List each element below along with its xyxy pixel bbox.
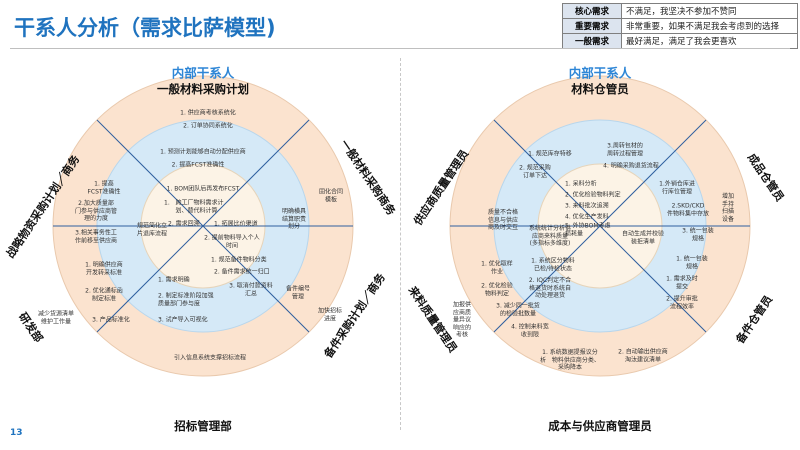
need-item: 2. 提升审批 流程效率 xyxy=(666,295,698,311)
need-item: 1. 系统数据提报议分 析 物料供应商分类、 采购降本 xyxy=(540,348,600,371)
need-item: 2. 提前物料导入个人 时间 xyxy=(204,234,260,250)
need-item: 2. 需求回溯 xyxy=(168,220,200,228)
need-item: 3. 取消付款资料 汇总 xyxy=(229,282,273,298)
need-item: 减少货源清单 维护工作量 xyxy=(37,310,75,326)
need-item: 2. 优化检验 物料判定 xyxy=(481,282,513,298)
priority-legend: 核心需求不满足，我坚决不参加不赞同 重要需求非常重要，如果不满足我会考虑到的选择… xyxy=(562,3,798,49)
right-section-bottom: 成本与供应商管理员 xyxy=(548,419,652,433)
legend-desc: 最好满足，满足了我会更喜欢 xyxy=(621,33,798,49)
need-item: 4. 优化生产发料 xyxy=(565,213,609,221)
right-pizza-rings xyxy=(449,75,751,377)
need-item: 3. 试产导入可视化 xyxy=(158,316,208,324)
need-item: 明确横具 结算职责 划分 xyxy=(281,207,307,230)
left-header: 内部干系人 xyxy=(171,65,235,81)
need-item: 1. 供应商考核系统化 xyxy=(180,109,236,117)
need-item: 1. 拓展比价渠道 xyxy=(214,220,258,228)
legend-row-general: 一般需求最好满足，满足了我会更喜欢 xyxy=(562,33,798,49)
need-item: 加快招标 进度 xyxy=(317,307,343,323)
need-item: 1. 系统区分物料 已检/待检状态 xyxy=(531,257,575,273)
need-item: 3. 来料批次追溯 xyxy=(565,202,609,210)
need-item: 1. 呆料分析 xyxy=(565,180,597,188)
need-item: 增加 手持 扫描 设备 xyxy=(721,193,735,223)
need-item: 备件编号 管理 xyxy=(285,285,311,301)
left-pizza-rings xyxy=(52,75,354,377)
need-item: 2. IQC判定不合 格退货时系统自 动处理退货 xyxy=(528,276,572,299)
need-item: 1. 预测计划能够自动分配供应商 xyxy=(160,148,246,156)
need-item: 3. 产品标准化 xyxy=(92,316,130,324)
need-item: 3. 减少同一批货 的检验批数量 xyxy=(496,302,540,318)
need-item: 加报供 应商质 量异议 响应的 考核 xyxy=(452,301,472,339)
need-item: 2. 自动输出供应商 淘汰建议清单 xyxy=(618,348,668,364)
need-item: 2. 规范采购 订单下达 xyxy=(519,164,551,180)
legend-row-core: 核心需求不满足，我坚决不参加不赞同 xyxy=(562,3,798,19)
need-item: 2. 提高FCST准确性 xyxy=(171,161,225,169)
legend-row-important: 重要需求非常重要，如果不满足我会考虑到的选择 xyxy=(562,18,798,34)
left-section-bottom: 招标管理部 xyxy=(174,419,232,433)
need-item: 固化合同 模板 xyxy=(318,188,344,204)
need-item: 4. 明确采购退货流程 xyxy=(603,162,659,170)
need-item: 2. 备件需求统一归口 xyxy=(214,268,270,276)
need-item: 2. 制定标准阶段加强 质量部门参与度 xyxy=(158,292,214,308)
need-item: 5. 外协BOM考虑 损耗量 xyxy=(565,222,611,238)
need-item: 自动生成并校验 装拒清单 xyxy=(621,230,665,246)
legend-key: 核心需求 xyxy=(562,3,622,19)
need-item: 3. 统一包装 规格 xyxy=(682,227,714,243)
panel-divider xyxy=(400,58,401,430)
need-item: 引入信息系统支撑招标流程 xyxy=(173,354,247,362)
need-item: 1. 需求明确 xyxy=(158,276,190,284)
need-item: 2.SKD/CKD 件物料集中存放 xyxy=(666,202,710,218)
page-title: 干系人分析（需求比萨模型) xyxy=(14,16,276,40)
right-section-top: 材料仓管员 xyxy=(571,82,629,96)
need-item: 3.周转包材的 周转过程管理 xyxy=(606,142,644,158)
need-item: 1. 统一包装 规格 xyxy=(676,255,708,271)
need-item: 1. 明确供应商 开发转采标准 xyxy=(85,261,123,277)
need-item: 质量不合格 信息与供应 商及时交互 xyxy=(487,208,519,231)
title-divider xyxy=(10,48,790,49)
right-pizza-diagram: 内部干系人 材料仓管员 成本与供应商管理员 供应商质量管理员 成品仓管员 来料质… xyxy=(405,58,795,434)
slice-line xyxy=(96,119,310,333)
need-item: 规范简化立 片退库流程 xyxy=(136,222,168,238)
slice-line xyxy=(493,119,707,333)
need-item: 2.加大质量部 门参与供应商管 理的力度 xyxy=(74,199,118,222)
legend-key: 一般需求 xyxy=(562,33,622,49)
need-item: 3.相关事务性工 作前移至供应商 xyxy=(74,229,118,245)
legend-key: 重要需求 xyxy=(562,18,622,34)
legend-desc: 不满足，我坚决不参加不赞同 xyxy=(621,3,798,19)
page-number: 13 xyxy=(10,428,23,438)
need-item: 4. 控制来料宽 收到限 xyxy=(511,323,549,339)
left-pizza-diagram: 内部干系人 一般材料采购计划 招标管理部 战略物资采购计划／商务 一般材料采购商… xyxy=(4,58,398,434)
need-item: 1. 规范备件物料分类 xyxy=(211,256,267,264)
need-item: 1. 提高 FCST准确性 xyxy=(87,180,121,196)
need-item: 1. BOM团队后再发布FCST xyxy=(166,185,240,193)
need-item: 2. 优化通标函 制定标准 xyxy=(85,287,123,303)
need-item: 1. 优化取样 作业 xyxy=(481,260,513,276)
legend-desc: 非常重要，如果不满足我会考虑到的选择 xyxy=(621,18,798,34)
need-item: 1. 规范库存特移 xyxy=(528,150,572,158)
left-section-top: 一般材料采购计划 xyxy=(157,82,249,96)
need-item: 1. 跨工厂物料需求计 划、替代料计算 xyxy=(164,199,224,215)
need-item: 2. 优化检验物料判定 xyxy=(565,191,621,199)
need-item: 2. 订单协同系统化 xyxy=(183,122,233,130)
need-item: 系统统计分析供 应商来料质量 (多指标多维度) xyxy=(528,224,572,247)
need-item: 1.外销仓库进 行库位管理 xyxy=(659,180,695,196)
right-header: 内部干系人 xyxy=(568,65,632,81)
need-item: 1. 需求及时 提交 xyxy=(666,275,698,291)
